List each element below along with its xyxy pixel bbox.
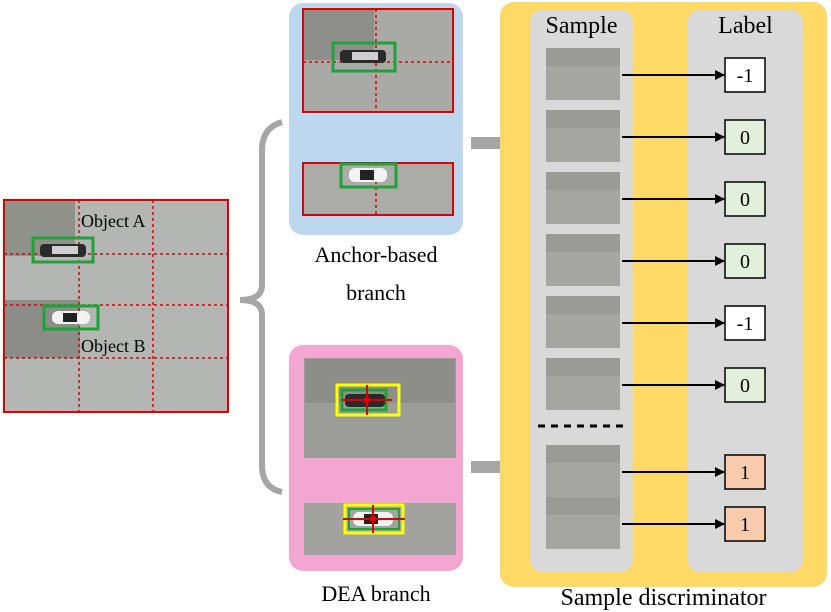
discriminator-caption: Sample discriminator [560, 585, 767, 611]
dea-branch-panel [289, 345, 463, 571]
sample-header: Sample [545, 13, 618, 39]
discriminator-row: 0 [546, 234, 766, 286]
label-box [724, 181, 766, 217]
label-value: 1 [740, 514, 750, 536]
label-box [724, 57, 766, 93]
discriminator-row: 1 [546, 497, 766, 549]
dea-branch-label: DEA branch [321, 581, 431, 606]
anchor-branch-label-line1: Anchor-based [314, 242, 438, 267]
label-header: Label [718, 13, 773, 39]
discriminator-row: 0 [546, 172, 766, 224]
object-a-box [31, 236, 95, 264]
discriminator-row: 1 [546, 445, 766, 497]
label-box [724, 243, 766, 279]
label-value: 0 [740, 375, 750, 397]
anchor-branch-panel [289, 3, 463, 235]
object-b-box [42, 304, 100, 331]
label-column [688, 10, 803, 572]
label-value: -1 [737, 65, 754, 87]
label-box [724, 454, 766, 490]
label-value: 0 [740, 189, 750, 211]
object-a-label: Object A [81, 211, 146, 231]
input-image [3, 199, 229, 413]
label-box [724, 367, 766, 403]
label-value: 1 [740, 462, 750, 484]
label-value: -1 [737, 313, 754, 335]
object-b-label: Object B [81, 336, 146, 356]
label-box [724, 506, 766, 542]
label-box [724, 119, 766, 155]
label-box [724, 305, 766, 341]
anchor-branch-label-line2: branch [346, 280, 406, 305]
discriminator-row: 0 [546, 358, 766, 410]
discriminator-row: 0 [546, 110, 766, 162]
label-value: 0 [740, 127, 750, 149]
discriminator-row: -1 [546, 48, 766, 100]
brace [239, 119, 284, 495]
label-value: 0 [740, 251, 750, 273]
discriminator-row: -1 [546, 296, 766, 348]
